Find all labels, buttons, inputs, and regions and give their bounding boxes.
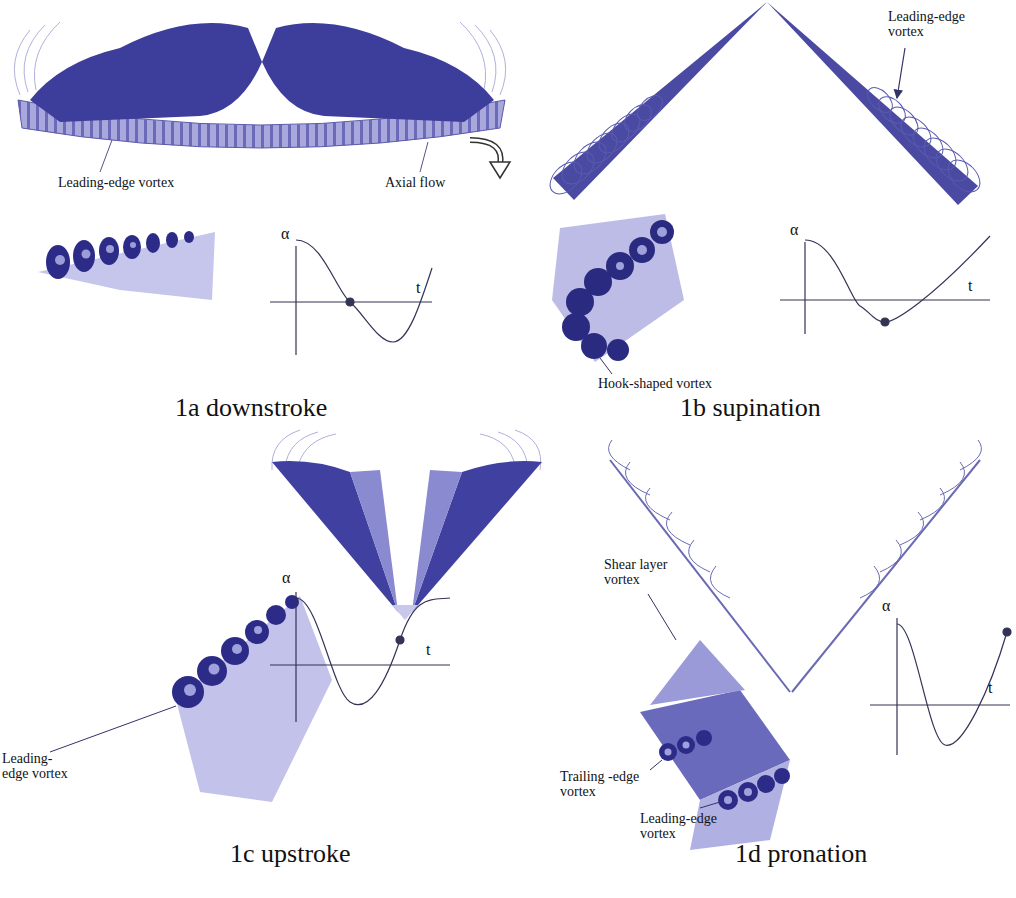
callout-label: Shear layer vortex [604, 558, 684, 587]
callout-label: Leading-edge vortex [888, 10, 976, 39]
panel-caption: 1a downstroke [175, 394, 327, 421]
axis-label: α [282, 570, 290, 587]
axis-label: t [988, 680, 992, 697]
axis-label: α [281, 226, 289, 243]
downstroke-wing-detail [38, 231, 215, 300]
angle-of-attack-graph [780, 236, 990, 334]
angle-of-attack-graph [270, 592, 450, 722]
axis-label: t [426, 642, 430, 659]
axis-label: t [968, 278, 972, 295]
pronation-wing-detail [640, 594, 790, 850]
panel-caption: 1b supination [680, 394, 821, 421]
callout-label: Hook-shaped vortex [598, 377, 712, 392]
callout-label: Trailing -edge vortex [560, 770, 652, 799]
upstroke-wing [272, 430, 542, 620]
callout-label: Leading-edge vortex [58, 176, 174, 191]
angle-of-attack-graph [270, 240, 432, 355]
downstroke-wing [14, 22, 510, 178]
callout-label: Leading-edge vortex [2, 752, 74, 781]
hook-vortex-detail [552, 214, 684, 374]
axis-label: t [416, 280, 420, 297]
callout-label: Axial flow [385, 176, 445, 191]
panel-caption: 1c upstroke [230, 840, 351, 867]
angle-of-attack-graph [870, 618, 1011, 755]
callout-label: Leading-edge vortex [640, 812, 724, 841]
panel-caption: 1d pronation [735, 840, 867, 867]
supination-wing [544, 2, 986, 205]
axis-label: α [882, 598, 890, 615]
upstroke-wing-detail [50, 595, 332, 802]
axis-label: α [790, 222, 798, 239]
